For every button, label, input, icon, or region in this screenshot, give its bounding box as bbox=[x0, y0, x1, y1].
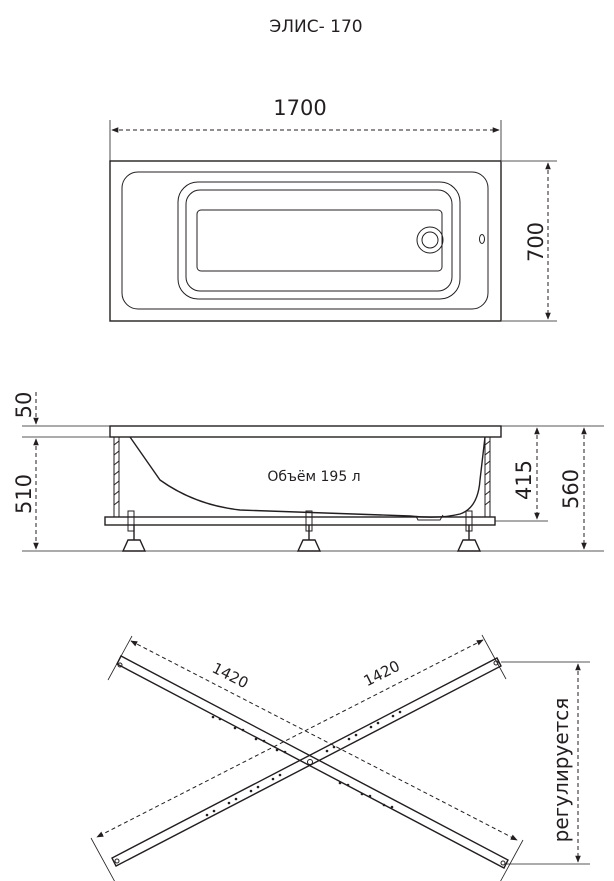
diag1-extension-bottom bbox=[500, 839, 524, 881]
frame-bar bbox=[104, 516, 496, 526]
center-rivet-icon bbox=[307, 759, 313, 765]
frame-view: 1420 1420 регулируется bbox=[90, 634, 590, 881]
diag2-extension-top bbox=[481, 634, 507, 680]
top-view: 1700 700 bbox=[109, 96, 557, 322]
tub-outer-rim bbox=[109, 160, 502, 322]
rim-height-label: 50 bbox=[12, 392, 36, 419]
tub-basin-inner bbox=[185, 189, 453, 292]
right-support-rod bbox=[484, 436, 491, 518]
frame-bar-diagonal-2 bbox=[111, 657, 502, 867]
adjustable-foot-right bbox=[456, 525, 482, 552]
inner-depth-label: 415 bbox=[512, 460, 536, 500]
side-view: Объём 195 л 50 510 415 560 bbox=[12, 392, 604, 552]
diag2-extension-bottom bbox=[90, 837, 115, 881]
volume-label: Объём 195 л bbox=[267, 469, 360, 485]
left-support-rod bbox=[113, 436, 120, 518]
adjustable-foot-left bbox=[121, 525, 147, 552]
drawing-title: ЭЛИС- 170 bbox=[269, 17, 362, 37]
side-rim bbox=[109, 425, 502, 438]
tub-bottom bbox=[196, 209, 443, 272]
diagonal-2-dimension-line bbox=[96, 639, 484, 838]
adjustable-label: регулируется bbox=[549, 698, 573, 843]
width-label: 700 bbox=[524, 222, 548, 262]
length-label: 1700 bbox=[273, 96, 326, 120]
front-height-label: 510 bbox=[12, 474, 36, 514]
overflow-icon bbox=[479, 234, 485, 244]
adjustable-foot-middle bbox=[296, 525, 322, 552]
drain-icon bbox=[416, 226, 444, 254]
tub-inner-edge bbox=[121, 171, 489, 310]
diagonal-1-label: 1420 bbox=[209, 659, 251, 692]
diagonal-1-dimension-line bbox=[130, 640, 518, 841]
total-height-label: 560 bbox=[559, 469, 583, 509]
tub-basin bbox=[177, 181, 461, 300]
diagonal-2-label: 1420 bbox=[361, 657, 403, 690]
diag1-extension-top bbox=[107, 635, 133, 681]
frame-bolts bbox=[127, 510, 473, 532]
